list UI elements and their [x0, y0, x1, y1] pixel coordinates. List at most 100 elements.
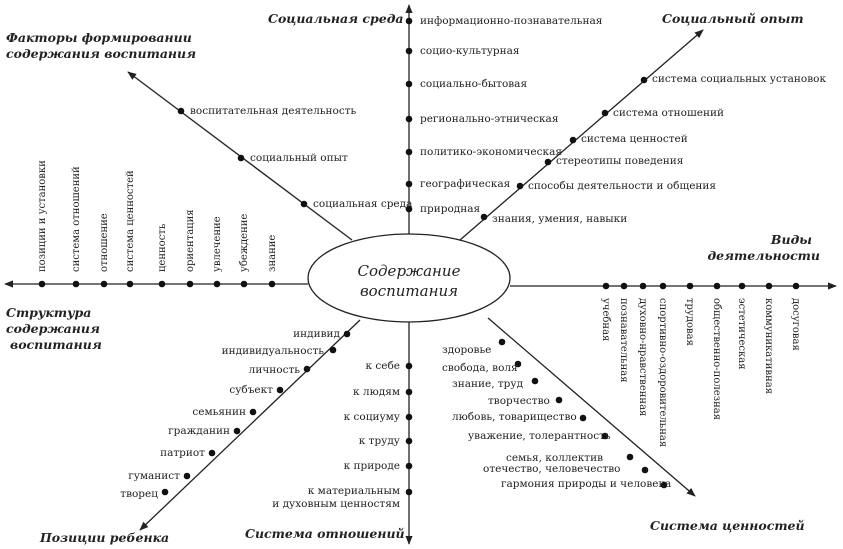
structure-dot: [240, 280, 248, 288]
category-structure-line1: Структура: [6, 305, 91, 320]
social-exp-group: система социальных установок система отн…: [480, 73, 826, 225]
category-activity-line2: деятельности: [707, 248, 820, 263]
category-activity-line1: Виды: [770, 232, 812, 247]
relations-item: к природе: [344, 460, 400, 472]
values-dot: [601, 432, 609, 440]
factors-item: социальный опыт: [250, 152, 348, 164]
values-item: свобода, воля: [442, 362, 518, 374]
center-title-line2: воспитания: [360, 282, 458, 300]
relations-item: к материальным: [308, 485, 400, 497]
social-env-dot: [405, 148, 413, 156]
factors-dot: [177, 107, 185, 115]
social-env-dot: [405, 115, 413, 123]
structure-item: ценность: [157, 223, 168, 272]
structure-dot: [126, 280, 134, 288]
activity-item: эстетическая: [736, 298, 747, 370]
values-item: творчество: [488, 395, 550, 407]
positions-item: гуманист: [128, 470, 180, 482]
activity-item: учебная: [600, 298, 611, 341]
social-exp-item: система социальных установок: [652, 73, 826, 85]
structure-item: отношение: [99, 213, 110, 272]
activity-dot: [686, 282, 694, 290]
structure-dot: [38, 280, 46, 288]
values-item: гармония природы и человека: [501, 478, 671, 490]
structure-item: система отношений: [71, 166, 82, 272]
positions-item: субъект: [229, 384, 273, 396]
factors-group: воспитательная деятельность социальный о…: [177, 105, 412, 210]
structure-dot: [100, 280, 108, 288]
relations-item: к труду: [359, 435, 401, 447]
social-exp-item: знания, умения, навыки: [492, 213, 627, 225]
relations-dot: [405, 462, 413, 470]
activity-dot: [792, 282, 800, 290]
social-env-group: информационно-познавательная социо-культ…: [405, 15, 603, 215]
category-factors-line2: содержания воспитания: [6, 46, 196, 61]
activity-item: спортивно-оздоровительная: [657, 298, 668, 447]
values-dot: [626, 453, 634, 461]
positions-group: индивид индивидуальность личность субъек…: [120, 328, 351, 500]
positions-item: личность: [249, 364, 301, 376]
relations-item: к себе: [365, 360, 400, 372]
activity-group: учебная познавательная духовно-нравствен…: [600, 282, 801, 447]
relations-group: к себе к людям к социуму к труду к приро…: [272, 360, 413, 510]
positions-item: индивидуальность: [222, 345, 325, 357]
social-exp-dot: [480, 213, 488, 221]
activity-dot: [639, 282, 647, 290]
social-env-dot: [405, 47, 413, 55]
structure-dot: [213, 280, 221, 288]
values-group: здоровье свобода, воля знание, труд твор…: [442, 338, 671, 490]
factors-item: социальная среда: [313, 198, 412, 210]
social-exp-dot: [601, 109, 609, 117]
positions-dot: [276, 386, 284, 394]
values-dot: [555, 396, 563, 404]
positions-item: патриот: [160, 447, 205, 459]
structure-item: убеждение: [239, 214, 250, 272]
social-exp-item: стереотипы поведения: [556, 155, 684, 167]
category-positions: Позиции ребенка: [39, 530, 169, 545]
positions-dot: [249, 408, 257, 416]
relations-item: и духовным ценностям: [272, 498, 400, 510]
social-env-item: информационно-познавательная: [420, 15, 603, 27]
values-dot: [579, 414, 587, 422]
category-structure-line3: воспитания: [10, 337, 102, 352]
values-dot: [514, 360, 522, 368]
center-title-line1: Содержание: [358, 262, 461, 280]
social-env-item: социо-культурная: [420, 45, 520, 57]
positions-dot: [343, 330, 351, 338]
values-item: отечество, человечество: [483, 463, 620, 475]
factors-dot: [300, 200, 308, 208]
social-exp-dot: [516, 182, 524, 190]
positions-item: гражданин: [168, 425, 230, 437]
social-exp-dot: [569, 136, 577, 144]
positions-item: индивид: [293, 328, 340, 340]
relations-dot: [405, 388, 413, 396]
values-dot: [660, 481, 668, 489]
positions-item: творец: [120, 488, 158, 500]
values-dot: [498, 338, 506, 346]
social-env-dot: [405, 17, 413, 25]
structure-dot: [186, 280, 194, 288]
activity-item: общественно-полезная: [711, 298, 722, 420]
activity-item: трудовая: [684, 298, 695, 346]
positions-dot: [183, 472, 191, 480]
positions-item: семьянин: [192, 406, 246, 418]
activity-dot: [713, 282, 721, 290]
structure-item: ориентация: [185, 209, 196, 272]
social-exp-item: система ценностей: [581, 133, 688, 145]
social-exp-item: система отношений: [613, 107, 724, 119]
factors-item: воспитательная деятельность: [190, 105, 357, 117]
factors-dot: [237, 154, 245, 162]
activity-item: познавательная: [618, 298, 629, 383]
structure-item: система ценностей: [125, 170, 136, 272]
values-dot: [641, 466, 649, 474]
category-social-exp: Социальный опыт: [662, 11, 804, 26]
activity-dot: [738, 282, 746, 290]
relations-item: к социуму: [344, 411, 401, 423]
activity-item: досуговая: [790, 298, 801, 351]
activity-item: духовно-нравственная: [637, 298, 648, 416]
relations-dot: [405, 413, 413, 421]
structure-item: позиции и установки: [37, 160, 48, 272]
structure-item: знание: [267, 235, 278, 272]
social-env-dot: [405, 205, 413, 213]
social-env-item: географическая: [420, 178, 511, 190]
